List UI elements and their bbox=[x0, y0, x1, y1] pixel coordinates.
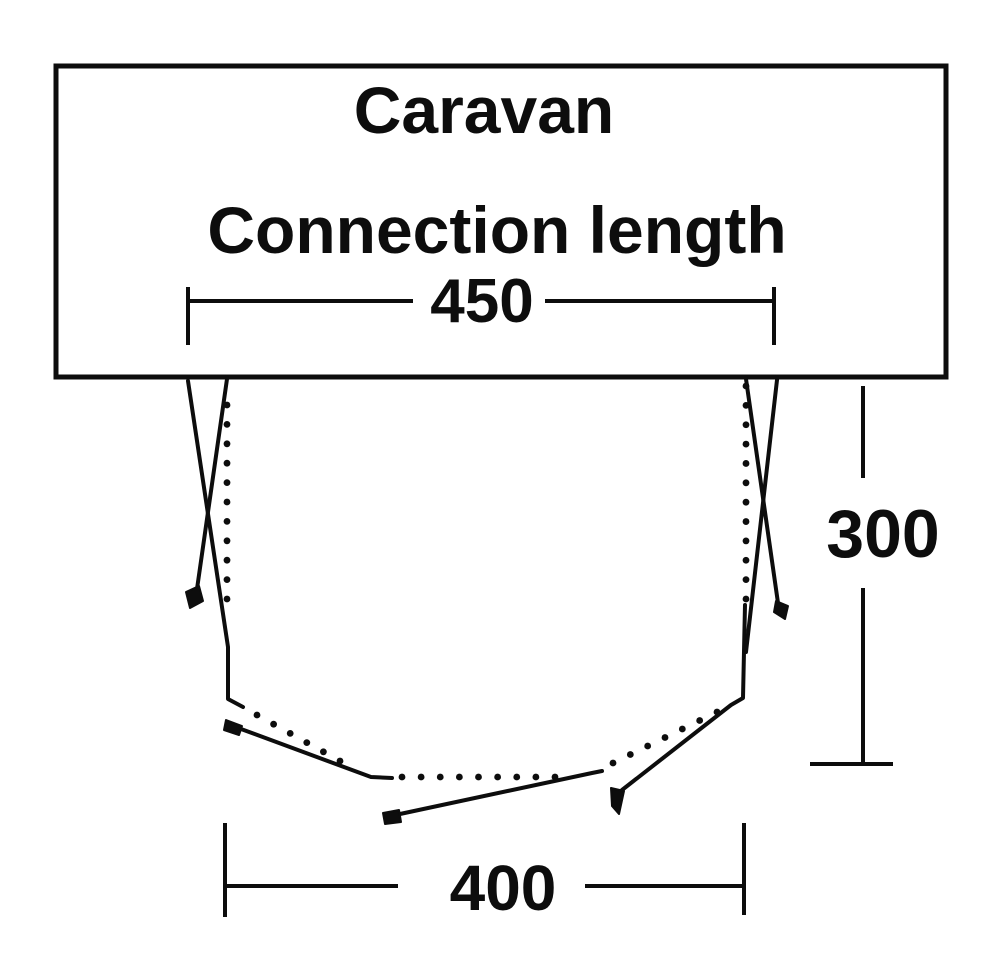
right-front-dotted bbox=[609, 708, 721, 767]
caravan-label: Caravan bbox=[354, 73, 615, 147]
left-front-dotted-dot bbox=[270, 720, 277, 728]
right-wall-dotted-dot bbox=[742, 518, 750, 525]
front-dotted-dot bbox=[475, 773, 482, 781]
left-wall-dotted-dot bbox=[223, 576, 231, 583]
left-wall-dotted-dot bbox=[223, 440, 231, 448]
right-wall-dotted-dot bbox=[742, 460, 750, 467]
right-wall-dotted-dot bbox=[742, 479, 750, 487]
right-wall-dotted-dot bbox=[742, 595, 750, 603]
right-front-dotted-dot bbox=[678, 725, 686, 733]
front-center-guy bbox=[398, 769, 604, 816]
right-front-dotted-dot bbox=[644, 742, 652, 750]
front-dotted-dot bbox=[513, 773, 521, 781]
left-wall-dotted-dot bbox=[223, 479, 231, 486]
left-wall-dotted-dot bbox=[223, 537, 231, 545]
right-wall-dotted-dot bbox=[742, 401, 750, 409]
tent-geometry bbox=[185, 377, 789, 825]
right-wall-dotted-dot bbox=[742, 382, 750, 390]
peg-right-front bbox=[610, 787, 625, 815]
right-wall-dotted-dot bbox=[742, 421, 750, 429]
left-wall-dotted-dot bbox=[223, 556, 231, 564]
dim-depth-value: 300 bbox=[826, 496, 939, 572]
left-front-dotted-dot bbox=[253, 711, 261, 719]
left-inner-guy bbox=[195, 377, 229, 591]
left-front-dotted-dot bbox=[320, 748, 327, 756]
left-wall-dotted bbox=[223, 401, 231, 603]
right-front-guy-and-wall bbox=[620, 603, 747, 792]
left-wall-dotted-dot bbox=[223, 595, 231, 603]
right-inner-guy bbox=[744, 377, 780, 605]
caravan-box bbox=[53, 63, 949, 380]
left-front-dotted-dot bbox=[286, 730, 294, 737]
peg-front bbox=[382, 809, 402, 825]
front-dotted-dot bbox=[417, 773, 425, 781]
front-dotted-dot bbox=[551, 773, 559, 781]
right-wall-dotted-dot bbox=[742, 576, 750, 584]
right-front-dotted-dot bbox=[713, 708, 721, 716]
right-wall-dotted-dot bbox=[742, 498, 750, 506]
right-wall-dotted bbox=[742, 382, 750, 603]
left-outer-guy-and-wall bbox=[186, 379, 245, 709]
front-dotted-dot bbox=[532, 773, 540, 781]
right-outer-guy bbox=[744, 378, 779, 654]
right-front-dotted-dot bbox=[661, 734, 669, 741]
peg-left bbox=[185, 585, 204, 609]
left-wall-dotted-dot bbox=[223, 518, 231, 525]
left-wall-dotted-dot bbox=[223, 401, 231, 409]
left-front-dotted bbox=[253, 711, 344, 765]
right-wall-dotted-dot bbox=[742, 440, 750, 448]
left-wall-dotted-dot bbox=[223, 459, 231, 467]
front-dotted bbox=[398, 773, 559, 781]
peg-right bbox=[773, 600, 789, 620]
peg-left-front bbox=[223, 719, 243, 736]
front-dotted-dot bbox=[436, 773, 444, 781]
left-front-guy bbox=[239, 727, 394, 780]
left-front-dotted-dot bbox=[303, 739, 311, 746]
right-front-dotted-dot bbox=[696, 717, 704, 724]
connection-length-label: Connection length bbox=[207, 193, 786, 267]
left-front-dotted-dot bbox=[336, 757, 344, 765]
front-dotted-dot bbox=[455, 773, 463, 781]
dim-connection-value: 450 bbox=[430, 267, 533, 336]
dimension-lines bbox=[186, 287, 893, 917]
right-wall-dotted-dot bbox=[742, 537, 750, 545]
right-front-dotted-dot bbox=[626, 751, 634, 758]
right-wall-dotted-dot bbox=[742, 556, 750, 564]
left-wall-dotted-dot bbox=[223, 421, 231, 428]
dim-front-value: 400 bbox=[450, 852, 557, 924]
front-dotted-dot bbox=[398, 773, 406, 781]
front-dotted-dot bbox=[494, 773, 502, 781]
right-front-dotted-dot bbox=[609, 759, 617, 767]
left-wall-dotted-dot bbox=[223, 498, 231, 506]
